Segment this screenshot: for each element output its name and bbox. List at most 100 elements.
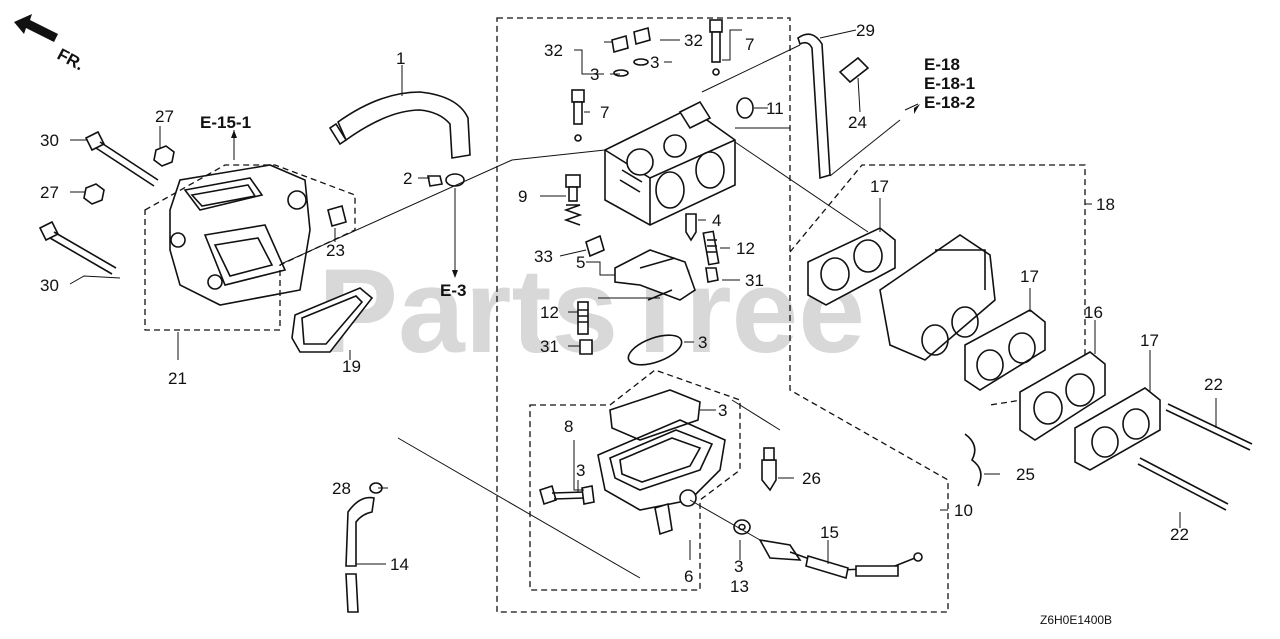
float-chamber-6 (597, 419, 726, 536)
callout-3-chamber: 3 (718, 401, 727, 420)
callout-3-drain: 3 (576, 461, 585, 480)
ref-e18-1: E-18-1 (924, 74, 975, 93)
valve-26 (761, 447, 777, 492)
nut-27-upper (153, 145, 175, 167)
callout-2: 2 (403, 169, 412, 188)
callout-3-gasket: 3 (698, 333, 707, 352)
fitting-24 (838, 56, 870, 84)
leader-lines (69, 29, 1217, 579)
fuel-hose-29 (797, 33, 831, 180)
bolt-30-lower (38, 220, 117, 275)
clip-33 (585, 234, 605, 258)
gasket-3-upper (627, 334, 683, 366)
breather-hose-1 (328, 91, 471, 159)
jet-31-upper (705, 267, 719, 283)
callout-18: 18 (1096, 195, 1115, 214)
callout-16: 16 (1084, 303, 1103, 322)
gasket-17-b (964, 309, 1046, 391)
callout-30-lower: 30 (40, 276, 59, 295)
callout-1: 1 (396, 49, 405, 68)
callout-22-upper: 22 (1204, 375, 1223, 394)
callout-30-upper: 30 (40, 131, 59, 150)
callout-7-mid: 7 (600, 103, 609, 122)
insulator-18 (879, 234, 996, 361)
direction-label: FR. (54, 45, 87, 75)
callout-11: 11 (766, 99, 784, 118)
callout-27-lower: 27 (40, 183, 59, 202)
carburetor-outer-dashed-box (496, 17, 949, 613)
arrow-e18 (914, 104, 920, 114)
callout-33: 33 (534, 247, 553, 266)
housing-dashed-outline (144, 164, 356, 331)
jet-31-lower (579, 339, 593, 355)
insulator-16 (1019, 351, 1106, 441)
callout-28: 28 (332, 479, 351, 498)
solenoid-15 (758, 538, 923, 580)
callout-12-lower: 12 (540, 303, 559, 322)
nut-27-lower (83, 183, 105, 205)
intake-housing (169, 164, 311, 306)
gasket-17-a (807, 227, 896, 306)
jet-12-upper (702, 230, 720, 266)
callout-3-left: 3 (590, 65, 599, 84)
callout-27-upper: 27 (155, 107, 174, 126)
callout-19: 19 (342, 357, 361, 376)
callout-15: 15 (820, 523, 839, 542)
callout-3-washer: 3 (734, 557, 743, 576)
arrow-e15 (231, 130, 237, 138)
callout-9: 9 (518, 187, 527, 206)
callout-8: 8 (564, 417, 573, 436)
ref-e18-2: E-18-2 (924, 93, 975, 112)
callout-22-lower: 22 (1170, 525, 1189, 544)
screw-7-upper (709, 19, 723, 76)
callout-32-right: 32 (684, 31, 703, 50)
carburetor-body (604, 100, 736, 226)
callout-23: 23 (326, 241, 345, 260)
ref-e3: E-3 (440, 281, 466, 300)
ref-e18: E-18 (924, 55, 960, 74)
callout-26: 26 (802, 469, 821, 488)
stud-22-upper (1165, 403, 1253, 451)
callout-31-upper: 31 (745, 271, 764, 290)
clip-25 (964, 433, 982, 487)
gasket-19 (291, 287, 374, 353)
arrow-e3 (452, 270, 458, 278)
callout-17-b: 17 (1020, 267, 1039, 286)
clip-23 (327, 205, 347, 227)
front-direction-arrow: FR. (14, 14, 87, 74)
drain-screw-8 (539, 484, 595, 506)
cap-11 (736, 97, 754, 119)
ref-e15-1: E-15-1 (200, 113, 251, 132)
callout-12-upper: 12 (736, 239, 755, 258)
callout-24: 24 (848, 113, 867, 132)
diagram-code: Z6H0E1400B (1040, 613, 1112, 627)
callout-7-upper: 7 (745, 35, 754, 54)
bolt-30-upper (84, 130, 159, 187)
callout-14: 14 (390, 555, 409, 574)
screw-7-mid (571, 89, 585, 142)
needle-4 (685, 213, 697, 242)
callout-21: 21 (168, 369, 187, 388)
stud-22-lower (1137, 457, 1229, 511)
jet-12-lower (577, 301, 589, 335)
screw-32-right (633, 26, 651, 66)
callout-17-a: 17 (870, 177, 889, 196)
float-chamber-dashed-box (529, 369, 741, 591)
gasket-17-c (1074, 387, 1161, 471)
callout-6: 6 (684, 567, 693, 586)
callout-29: 29 (856, 21, 875, 40)
screw-32-left (611, 34, 629, 77)
callout-5: 5 (576, 253, 585, 272)
callout-17-c: 17 (1140, 331, 1159, 350)
tube-14 (345, 496, 375, 613)
callout-3-right: 3 (650, 53, 659, 72)
callout-25: 25 (1016, 465, 1035, 484)
callout-10: 10 (954, 501, 973, 520)
callout-13: 13 (730, 577, 749, 596)
callout-31-lower: 31 (540, 337, 559, 356)
gasket-3-chamber (609, 389, 701, 441)
callout-4: 4 (712, 211, 721, 230)
callout-32-left: 32 (544, 41, 563, 60)
watermark: PartsTree (318, 244, 865, 378)
